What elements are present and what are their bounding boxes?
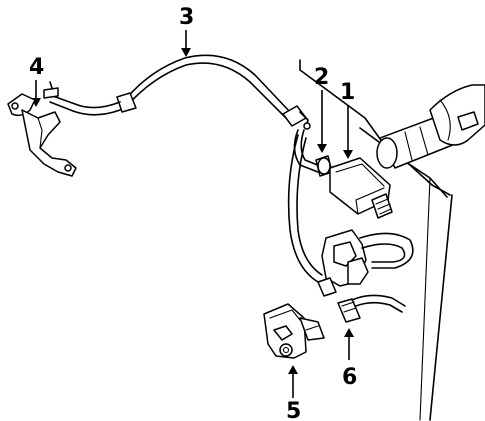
steering-column-drawing [299, 59, 485, 421]
part-4-bracket [7, 81, 77, 177]
part-3-cable [49, 54, 311, 130]
wiring-harness [287, 134, 414, 297]
callout-label-5: 5 [286, 399, 301, 421]
callout-3: 3 [179, 5, 194, 57]
callout-1: 1 [340, 80, 355, 159]
part-5-sensor [263, 303, 325, 359]
callout-label-1: 1 [340, 80, 355, 105]
callout-label-4: 4 [29, 55, 44, 80]
callout-label-3: 3 [179, 5, 194, 30]
part-6-connector [337, 294, 406, 323]
callout-6: 6 [342, 328, 357, 390]
callout-label-6: 6 [342, 365, 357, 390]
part-1-module [329, 157, 393, 219]
callout-5: 5 [286, 365, 301, 421]
callout-2: 2 [314, 65, 329, 153]
